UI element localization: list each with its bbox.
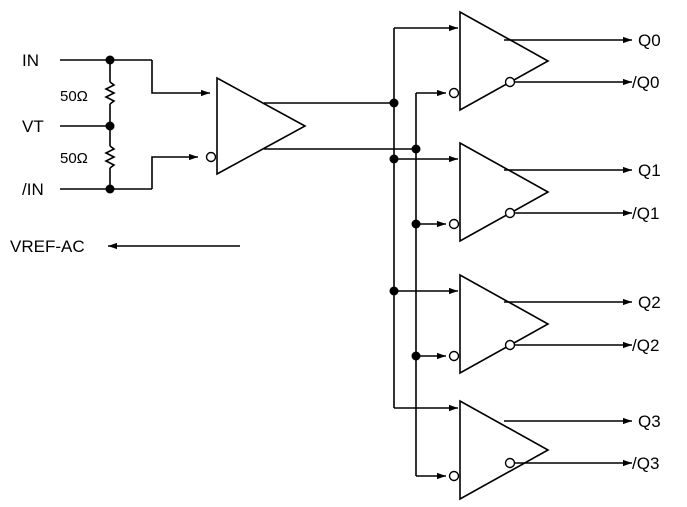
junction-in: [105, 55, 115, 65]
output-buffer-0-triangle: [459, 10, 550, 112]
input-buffer-triangle: [216, 76, 307, 176]
junction-vt: [105, 121, 115, 131]
output-buffer-3: Q3 /Q3: [448, 399, 661, 501]
in-bar-to-buffer-wire: [151, 153, 198, 189]
distribution-bus: [389, 24, 458, 480]
resistor-top: [104, 81, 116, 105]
junction-in-bar: [105, 184, 115, 194]
input-termination: IN VT /IN 50Ω 50Ω VREF-AC: [10, 51, 240, 256]
junction-true-buffer: [389, 98, 399, 108]
output-buffer-1-output-bubble: [504, 207, 516, 219]
label-q1-bar: /Q1: [632, 204, 659, 223]
label-in-bar: /IN: [22, 180, 44, 199]
output-buffer-2-input-bubble: [448, 350, 460, 362]
output-buffer-1-triangle: [459, 141, 550, 243]
label-q2-bar: /Q2: [632, 336, 659, 355]
label-resistor-top: 50Ω: [60, 88, 88, 105]
in-to-buffer-wire: [151, 60, 210, 97]
input-buffer-inverting-bubble: [205, 151, 217, 163]
junction-comp-buffer: [411, 144, 421, 154]
label-q3-bar: /Q3: [632, 454, 659, 473]
label-vt: VT: [22, 117, 44, 136]
output-buffer-1-input-bubble: [448, 218, 460, 230]
output-buffer-2-triangle: [459, 273, 550, 375]
output-buffer-2-output-bubble: [504, 339, 516, 351]
label-q3: Q3: [638, 412, 661, 431]
label-q0: Q0: [638, 31, 661, 50]
output-buffer-2: Q2 /Q2: [448, 273, 661, 375]
label-in: IN: [22, 51, 39, 70]
label-q2: Q2: [638, 293, 661, 312]
output-buffer-0: Q0 /Q0: [448, 10, 661, 112]
input-buffer: [205, 76, 416, 176]
label-q0-bar: /Q0: [632, 73, 659, 92]
output-buffer-0-input-bubble: [448, 87, 460, 99]
label-q1: Q1: [638, 161, 661, 180]
label-resistor-bottom: 50Ω: [60, 150, 88, 167]
output-buffer-3-output-bubble: [504, 457, 516, 469]
output-buffer-1: Q1 /Q1: [448, 141, 661, 243]
output-buffer-0-output-bubble: [504, 76, 516, 88]
label-vref-ac: VREF-AC: [10, 237, 85, 256]
output-buffer-3-triangle: [459, 399, 550, 501]
output-buffer-3-input-bubble: [448, 470, 460, 482]
resistor-bottom: [104, 145, 116, 169]
